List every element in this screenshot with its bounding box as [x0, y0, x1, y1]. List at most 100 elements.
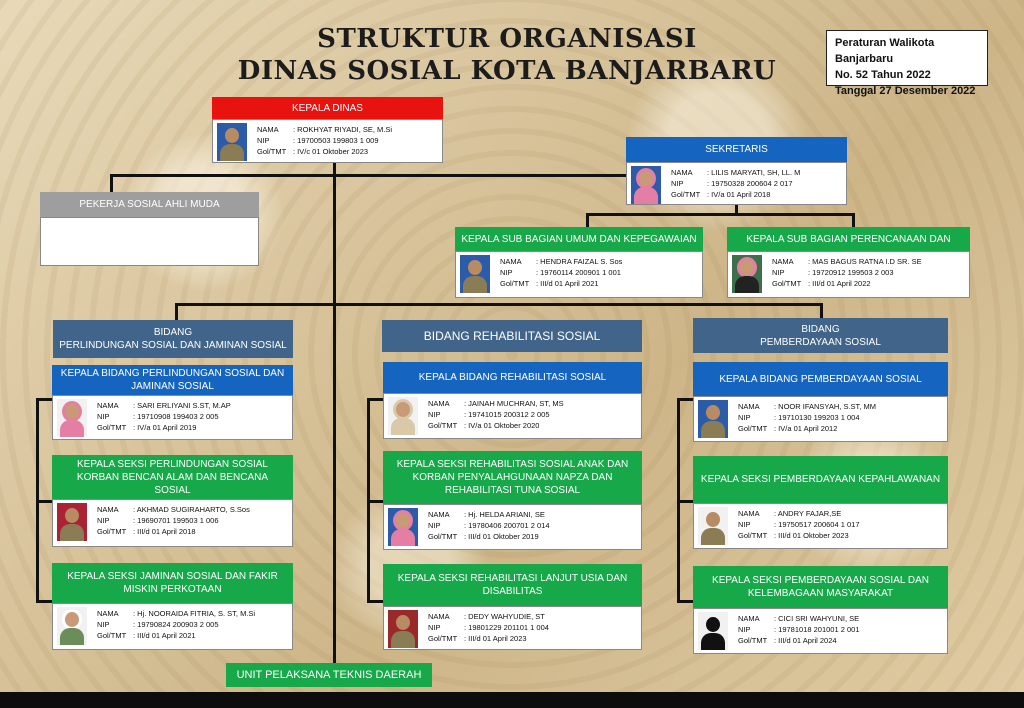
field-label: Gol/TMT: [428, 421, 458, 430]
kabid-perlindungan-header: KEPALA BIDANG PERLINDUNGAN SOSIAL DAN JA…: [52, 365, 293, 395]
field-label: NAMA: [97, 401, 119, 410]
field-label: Gol/TMT: [428, 634, 458, 643]
field-label: Gol/TMT: [97, 631, 127, 640]
field-label: Gol/TMT: [772, 279, 802, 288]
subbag-perencanaan-card: NAMA : MAS BAGUS RATNA I.D SR. SE NIP : 19…: [727, 251, 970, 298]
chart-title-line1: STRUKTUR ORGANISASI: [317, 24, 697, 54]
regulation-line2: No. 52 Tahun 2022: [835, 69, 931, 81]
subbag-umum-photo: [460, 255, 490, 293]
field-label: Gol/TMT: [428, 532, 458, 541]
field-label: NIP: [257, 136, 270, 145]
field-label: NAMA: [738, 614, 760, 623]
field-label: NAMA: [97, 609, 119, 618]
field-label: NIP: [738, 625, 751, 634]
field-label: NIP: [772, 268, 785, 277]
seksi-jaminan-sosial-gol: : III/d 01 April 2021: [133, 631, 196, 640]
seksi-rehabilitasi-lansia-gol: : III/d 01 April 2023: [464, 634, 527, 643]
bidang-perlindungan-header: BIDANG PERLINDUNGAN SOSIAL DAN JAMINAN S…: [53, 320, 293, 358]
field-label: Gol/TMT: [738, 424, 768, 433]
regulation-line3: Tanggal 27 Desember 2022: [835, 85, 976, 97]
sekretaris-header: SEKRETARIS: [626, 137, 847, 162]
sekretaris-nip: : 19750328 200604 2 017: [707, 179, 793, 188]
subbag-umum-header: KEPALA SUB BAGIAN UMUM DAN KEPEGAWAIAN: [455, 227, 703, 251]
field-label: NIP: [671, 179, 684, 188]
seksi-kepahlawanan-header: KEPALA SEKSI PEMBERDAYAAN KEPAHLAWANAN: [693, 456, 948, 503]
subbag-perencanaan-photo: [732, 255, 762, 293]
bidang-perlindungan-title1: BIDANG: [153, 327, 193, 338]
kepala-dinas-card: NAMA : ROKHYAT RIYADI, SE, M.Si NIP : 1970…: [212, 119, 443, 163]
seksi-jaminan-sosial-card: NAMA: Hj. NOORAIDA FITRIA, S. ST, M.Si N…: [52, 603, 293, 650]
seksi-rehabilitasi-anak-nip: : 19780406 200701 2 014: [464, 521, 550, 530]
field-label: NIP: [97, 620, 110, 629]
seksi-rehabilitasi-anak-card: NAMA: Hj. HELDA ARIANI, SE NIP: 19780406…: [383, 504, 642, 550]
seksi-kelembagaan-nama: : CICI SRI WAHYUNI, SE: [774, 614, 860, 623]
bidang-pemberdayaan-title2: PEMBERDAYAAN SOSIAL: [760, 336, 881, 348]
field-label: NAMA: [500, 257, 522, 266]
field-label: Gol/TMT: [97, 423, 127, 432]
kabid-rehabilitasi-nama: : JAINAH MUCHRAN, ST, MS: [464, 399, 564, 408]
seksi-rehabilitasi-lansia-header: KEPALA SEKSI REHABILITASI LANJUT USIA DA…: [383, 564, 642, 606]
field-label: NAMA: [671, 168, 693, 177]
kabid-perlindungan-gol: : IV/a 01 April 2019: [133, 423, 197, 432]
kabid-pemberdayaan-card: NAMA : NOOR IFANSYAH, S.ST, MM NIP : 19710…: [693, 396, 948, 442]
subbag-umum-gol: : III/d 01 April 2021: [536, 279, 599, 288]
bidang-perlindungan-title2: PERLINDUNGAN SOSIAL DAN JAMINAN SOSIAL: [59, 340, 287, 351]
seksi-kepahlawanan-nip: : 19750517 200604 1 017: [774, 520, 860, 529]
field-label: Gol/TMT: [97, 527, 127, 536]
kabid-perlindungan-nip: : 19710908 199403 2 005: [133, 412, 219, 421]
seksi-rehabilitasi-anak-header: KEPALA SEKSI REHABILITASI SOSIAL ANAK DA…: [383, 451, 642, 504]
kabid-pemberdayaan-photo: [698, 400, 728, 438]
seksi-kepahlawanan-nama: : ANDRY FAJAR,SE: [774, 509, 842, 518]
field-label: NIP: [738, 413, 751, 422]
bidang-pemberdayaan-title1: BIDANG: [801, 323, 840, 335]
field-label: NIP: [428, 410, 441, 419]
field-label: NAMA: [257, 125, 279, 134]
kabid-perlindungan-card: NAMA: SARI ERLIYANI S.ST, M.AP NIP: 1971…: [52, 395, 293, 440]
field-label: NIP: [428, 623, 441, 632]
field-label: NAMA: [428, 510, 450, 519]
seksi-rehabilitasi-lansia-nip: : 19801229 201101 1 004: [464, 623, 549, 632]
field-label: Gol/TMT: [671, 190, 701, 199]
seksi-kelembagaan-gol: : III/d 01 April 2024: [774, 636, 837, 645]
field-label: Gol/TMT: [257, 147, 287, 156]
kabid-pemberdayaan-nama: : NOOR IFANSYAH, S.ST, MM: [774, 402, 876, 411]
kabid-rehabilitasi-nip: : 19741015 200312 2 005: [464, 410, 550, 419]
seksi-rehabilitasi-anak-gol: : III/d 01 Oktober 2019: [464, 532, 539, 541]
field-label: NAMA: [772, 257, 794, 266]
field-label: NAMA: [738, 402, 760, 411]
seksi-kepahlawanan-gol: : III/d 01 Oktober 2023: [774, 531, 849, 540]
field-label: Gol/TMT: [738, 636, 768, 645]
kabid-pemberdayaan-header: KEPALA BIDANG PEMBERDAYAAN SOSIAL: [693, 362, 948, 396]
bottom-bar: [0, 692, 1024, 708]
field-label: NIP: [428, 521, 441, 530]
seksi-perlindungan-korban-nip: : 19690701 199503 1 006: [133, 516, 219, 525]
field-label: NIP: [97, 516, 110, 525]
seksi-perlindungan-korban-card: NAMA: AKHMAD SUGIRAHARTO, S.Sos NIP: 196…: [52, 499, 293, 547]
chart-title-line2: DINAS SOSIAL KOTA BANJARBARU: [237, 56, 777, 86]
sekretaris-nama: : LILIS MARYATI, SH, LL. M: [707, 168, 801, 177]
bidang-rehabilitasi-header: BIDANG REHABILITASI SOSIAL: [382, 320, 642, 352]
subbag-perencanaan-nip: : 19720912 199503 2 003: [808, 268, 894, 277]
seksi-perlindungan-korban-gol: : III/d 01 April 2018: [133, 527, 196, 536]
kabid-rehabilitasi-photo: [388, 397, 418, 435]
field-label: NAMA: [428, 399, 450, 408]
subbag-umum-nama: : HENDRA FAIZAL S. Sos: [536, 257, 623, 266]
kabid-pemberdayaan-nip: : 19710130 199203 1 004: [774, 413, 860, 422]
field-label: NIP: [738, 520, 751, 529]
kepala-dinas-nip: : 19700503 199803 1 009: [293, 136, 379, 145]
kabid-rehabilitasi-gol: : IV/a 01 Oktober 2020: [464, 421, 540, 430]
seksi-rehabilitasi-lansia-nama: : DEDY WAHYUDIE, ST: [464, 612, 545, 621]
subbag-perencanaan-header: KEPALA SUB BAGIAN PERENCANAAN DAN: [727, 227, 970, 251]
sekretaris-photo: [631, 166, 661, 204]
pekerja-sosial-card: [40, 217, 259, 266]
subbag-perencanaan-gol: : III/d 01 April 2022: [808, 279, 871, 288]
kabid-pemberdayaan-gol: : IV/a 01 April 2012: [774, 424, 838, 433]
seksi-perlindungan-korban-photo: [57, 503, 87, 541]
kabid-perlindungan-nama: : SARI ERLIYANI S.ST, M.AP: [133, 401, 231, 410]
kepala-dinas-nama: : ROKHYAT RIYADI, SE, M.Si: [293, 125, 393, 134]
subbag-perencanaan-nama: : MAS BAGUS RATNA I.D SR. SE: [808, 257, 922, 266]
field-label: NAMA: [97, 505, 119, 514]
seksi-rehabilitasi-lansia-photo: [388, 610, 418, 648]
seksi-rehabilitasi-anak-photo: [388, 508, 418, 546]
kepala-dinas-gol: : IV/c 01 Oktober 2023: [293, 147, 369, 156]
